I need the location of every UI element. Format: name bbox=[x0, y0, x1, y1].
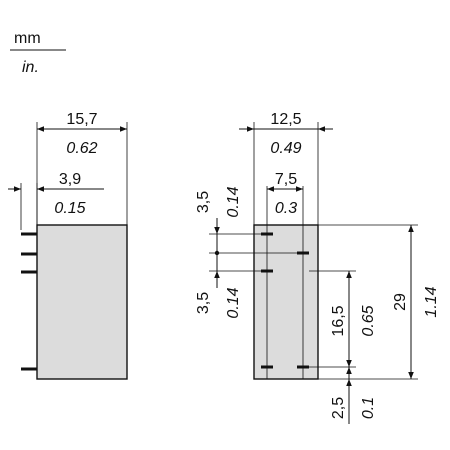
top-pitch-in: 0.14 bbox=[225, 186, 242, 217]
unit-imperial-label: in. bbox=[22, 59, 39, 76]
side-view-body bbox=[36, 224, 128, 380]
bottom-offset-dimension: 2,5 0.1 bbox=[330, 367, 377, 424]
pin-view-width-mm: 12,5 bbox=[270, 111, 301, 128]
pin-view: 12,5 0.49 7,5 0.3 3,5 0.14 3,5 0.14 bbox=[195, 111, 440, 424]
side-width-dimension: 15,7 0.62 bbox=[36, 111, 128, 225]
side-view: 15,7 0.62 3,9 0.15 bbox=[8, 111, 128, 380]
height-dimension: 29 1.14 bbox=[318, 224, 440, 380]
bottom-offset-in: 0.1 bbox=[360, 397, 377, 419]
side-pin-offset-dimension: 3,9 0.15 bbox=[8, 171, 104, 230]
second-pitch-mm: 3,5 bbox=[195, 292, 212, 314]
units-legend: mm in. bbox=[10, 30, 66, 76]
pin-spacing-in: 0.3 bbox=[275, 200, 297, 217]
side-pin-offset-in: 0.15 bbox=[54, 200, 85, 217]
top-pitch-mm: 3,5 bbox=[195, 191, 212, 213]
unit-metric-label: mm bbox=[14, 30, 41, 47]
pin-spacing-mm: 7,5 bbox=[275, 171, 297, 188]
pin-spacing-dimension: 7,5 0.3 bbox=[267, 171, 303, 217]
pin-row-span-in: 0.65 bbox=[360, 305, 377, 336]
second-pitch-in: 0.14 bbox=[225, 287, 242, 318]
side-pin-offset-mm: 3,9 bbox=[59, 171, 81, 188]
bottom-offset-mm: 2,5 bbox=[330, 397, 347, 419]
pin-row-span-mm: 16,5 bbox=[330, 305, 347, 336]
height-mm: 29 bbox=[392, 293, 409, 311]
side-width-mm: 15,7 bbox=[66, 111, 97, 128]
side-width-in: 0.62 bbox=[66, 140, 97, 157]
pin-view-width-dimension: 12,5 0.49 bbox=[239, 111, 333, 225]
height-in: 1.14 bbox=[423, 286, 440, 317]
pin-view-width-in: 0.49 bbox=[270, 140, 301, 157]
left-pitch-dimensions: 3,5 0.14 3,5 0.14 bbox=[195, 186, 297, 319]
pin-view-body bbox=[253, 224, 319, 380]
pin-row-span-dimension: 16,5 0.65 bbox=[309, 270, 377, 368]
